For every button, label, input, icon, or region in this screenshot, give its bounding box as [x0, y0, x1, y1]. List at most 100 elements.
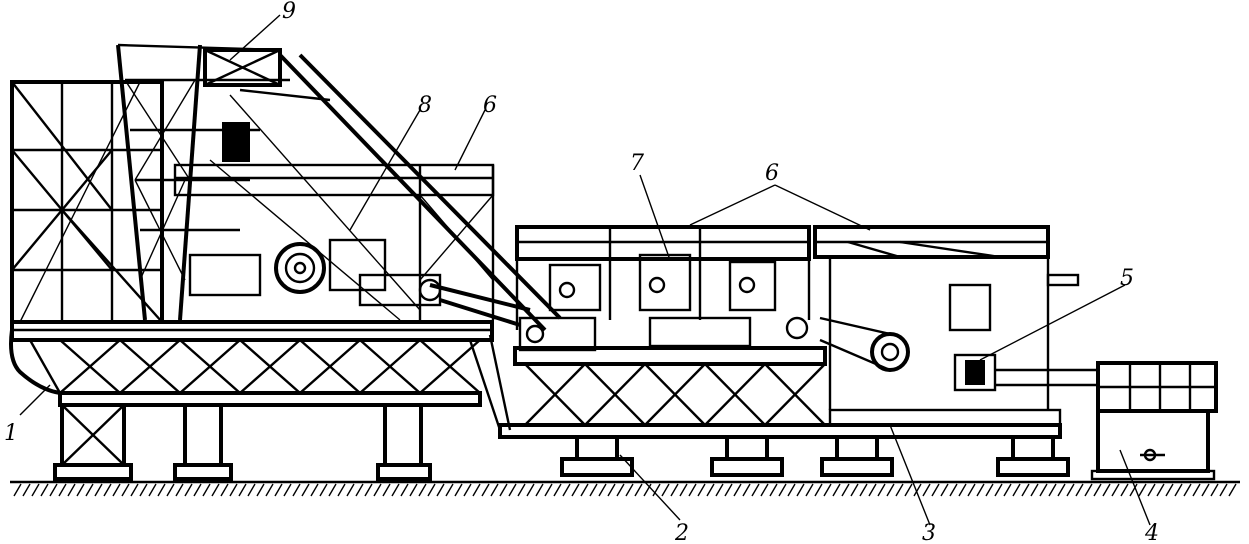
ground-hatch-mark [661, 483, 670, 497]
ground-hatch-mark [373, 483, 382, 497]
ground-hatch-mark [472, 483, 481, 497]
ground-hatch-mark [1228, 483, 1237, 497]
ground-hatch-mark [355, 483, 364, 497]
ground-hatch-mark [1093, 483, 1102, 497]
ground-hatch-mark [310, 483, 319, 497]
ground-hatch-mark [976, 483, 985, 497]
ground-hatch-mark [517, 483, 526, 497]
ground-hatch-mark [1084, 483, 1093, 497]
substructure-left [9, 320, 494, 481]
ground-hatch-mark [589, 483, 598, 497]
ground-hatch-mark [1048, 483, 1057, 497]
ground-hatch-mark [886, 483, 895, 497]
ground-hatch-mark [958, 483, 967, 497]
ground-hatch-mark [526, 483, 535, 497]
label-5: 5 [1120, 266, 1134, 291]
ground-hatch-mark [445, 483, 454, 497]
ground-hatch-mark [229, 483, 238, 497]
label-8: 8 [418, 93, 432, 118]
leader-lines [19, 14, 1151, 526]
ground-hatch-mark [697, 483, 706, 497]
ground-hatch-mark [598, 483, 607, 497]
ground-hatch-mark [796, 483, 805, 497]
ground-hatch-mark [112, 483, 121, 497]
ground-hatch-mark [382, 483, 391, 497]
ground-hatch-mark [769, 483, 778, 497]
ground [10, 480, 1240, 497]
ground-hatch-mark [184, 483, 193, 497]
ground-hatch-mark [328, 483, 337, 497]
ground-hatch-mark [688, 483, 697, 497]
ground-hatch-mark [949, 483, 958, 497]
ground-hatch-mark [580, 483, 589, 497]
ground-hatch-mark [292, 483, 301, 497]
ground-hatch-mark [49, 483, 58, 497]
ground-hatch-mark [994, 483, 1003, 497]
ground-hatch-mark [841, 483, 850, 497]
ground-hatch-mark [157, 483, 166, 497]
ground-hatch-mark [283, 483, 292, 497]
ground-hatch-mark [220, 483, 229, 497]
ground-hatch-mark [1183, 483, 1192, 497]
ground-hatch-mark [13, 483, 22, 497]
ground-hatch-mark [760, 483, 769, 497]
ground-hatch-mark [211, 483, 220, 497]
ground-hatch-mark [1165, 483, 1174, 497]
label-3: 3 [922, 521, 936, 544]
ground-hatch-mark [1021, 483, 1030, 497]
ground-hatch-mark [103, 483, 112, 497]
ground-hatch-mark [139, 483, 148, 497]
ground-hatch-mark [904, 483, 913, 497]
ground-hatch-mark [967, 483, 976, 497]
ground-hatch-mark [193, 483, 202, 497]
ground-hatch-mark [616, 483, 625, 497]
ground-hatch-mark [265, 483, 274, 497]
ground-hatch-mark [1039, 483, 1048, 497]
ground-hatch-mark [553, 483, 562, 497]
ground-hatch-mark [733, 483, 742, 497]
ground-hatch-mark [625, 483, 634, 497]
ground-hatch-mark [1102, 483, 1111, 497]
label-6-left: 6 [483, 93, 497, 118]
ground-hatch-mark [868, 483, 877, 497]
ground-hatch-mark [922, 483, 931, 497]
ground-hatch-mark [40, 483, 49, 497]
label-7: 7 [630, 151, 644, 176]
ground-hatch-mark [337, 483, 346, 497]
ground-hatch-mark [148, 483, 157, 497]
ground-hatch-mark [535, 483, 544, 497]
ground-hatch-mark [742, 483, 751, 497]
ground-hatch-mark [319, 483, 328, 497]
ground-hatch-mark [931, 483, 940, 497]
ground-hatch-mark [121, 483, 130, 497]
pump-block-right [813, 225, 1100, 427]
power-unit-right [1090, 361, 1218, 481]
ground-hatch-mark [1156, 483, 1165, 497]
ground-hatch-mark [418, 483, 427, 497]
ground-hatch-mark [1003, 483, 1012, 497]
ground-hatch-mark [751, 483, 760, 497]
ground-hatch-mark [1012, 483, 1021, 497]
ground-hatch-mark [1201, 483, 1210, 497]
ground-hatch-mark [175, 483, 184, 497]
ground-hatch-mark [544, 483, 553, 497]
label-4: 4 [1144, 521, 1159, 544]
callout-labels: 9 8 6 7 6 5 1 2 3 4 [4, 0, 1159, 544]
ground-hatch-mark [1066, 483, 1075, 497]
ground-hatch-mark [364, 483, 373, 497]
ground-hatch-mark [571, 483, 580, 497]
ground-hatch-mark [346, 483, 355, 497]
ground-hatch-mark [1030, 483, 1039, 497]
ground-hatch-mark [1057, 483, 1066, 497]
ground-hatch-mark [31, 483, 40, 497]
label-1: 1 [4, 421, 18, 446]
ground-hatch-mark [301, 483, 310, 497]
ground-hatch-mark [1210, 483, 1219, 497]
ground-hatch-mark [436, 483, 445, 497]
ground-hatch-mark [652, 483, 661, 497]
ground-hatch-mark [1129, 483, 1138, 497]
ground-hatch-mark [247, 483, 256, 497]
ground-hatch-mark [391, 483, 400, 497]
